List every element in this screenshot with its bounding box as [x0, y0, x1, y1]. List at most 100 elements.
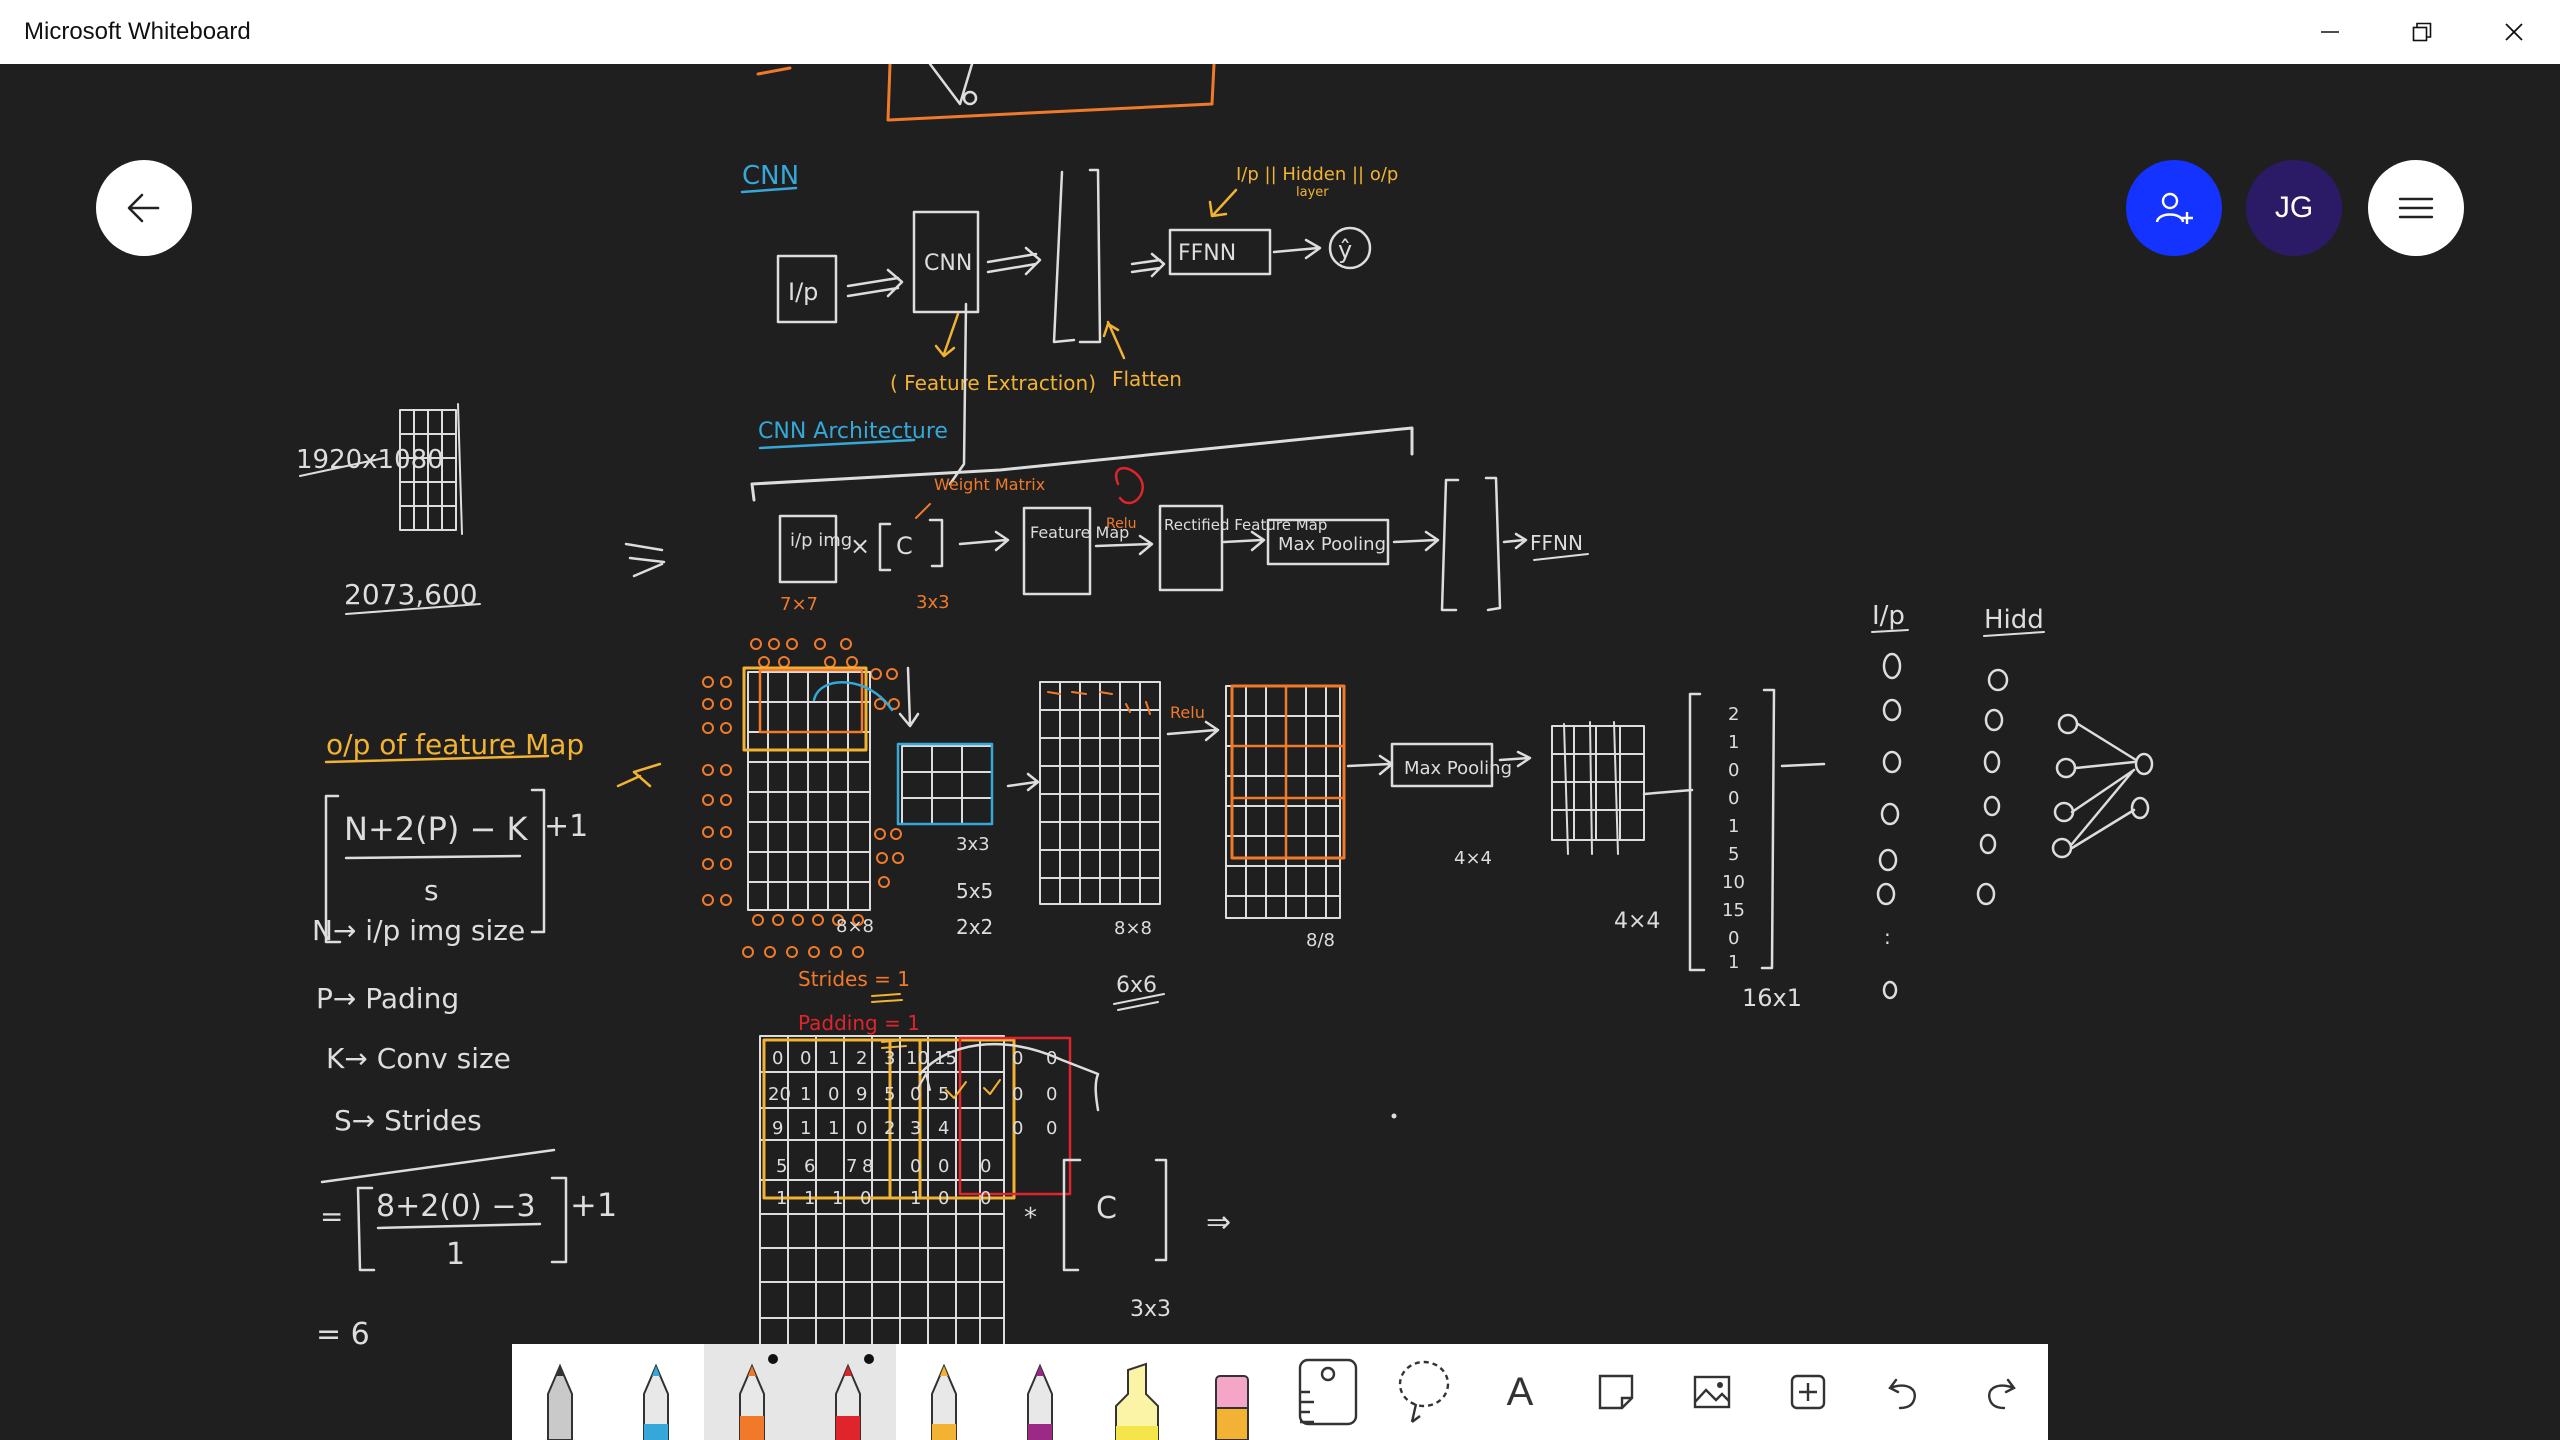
calc-result: = 6 [316, 1317, 370, 1352]
vector-value: 5 [1728, 844, 1739, 865]
grid-cell: 5 [776, 1156, 787, 1177]
vector-value: 10 [1722, 872, 1745, 893]
grid-cell: 1 [800, 1118, 811, 1139]
grid-cell: 0 [800, 1048, 811, 1069]
ruler-tool[interactable] [1280, 1344, 1376, 1440]
pen-yellow-tool[interactable] [896, 1344, 992, 1440]
highlighter-icon [1106, 1360, 1166, 1440]
pen-icon [727, 1360, 777, 1440]
grid-cell: 0 [1046, 1048, 1057, 1069]
avatar-initials: JG [2275, 191, 2313, 225]
undo-button[interactable] [1856, 1344, 1952, 1440]
calc-numerator: 8+2(0) −3 [376, 1189, 536, 1224]
feature-map-6x6: 6x6 [1116, 973, 1157, 998]
grid-cell: 1 [828, 1048, 839, 1069]
window-title: Microsoft Whiteboard [24, 18, 251, 46]
whiteboard-canvas[interactable]: CNN I/p CNN FFNN ŷ I/p || Hidden || o/p … [0, 64, 2560, 1440]
formula-numerator: N+2(P) − K [344, 810, 529, 848]
grid-cell: 0 [860, 1188, 871, 1209]
pen-icon [823, 1360, 873, 1440]
pen-cyan-tool[interactable] [608, 1344, 704, 1440]
grid-cell: 0 [1012, 1084, 1023, 1105]
nn-sketch: I/p Hidd : [1872, 601, 2152, 998]
pen-orange-tool[interactable] [704, 1344, 800, 1440]
lasso-icon [1394, 1356, 1454, 1428]
calc-equals: = [320, 1200, 343, 1233]
arrow-left-icon [126, 190, 162, 226]
pen-purple-tool[interactable] [992, 1344, 1088, 1440]
kernel-5x5: 5x5 [956, 879, 993, 903]
pen-red-tool[interactable] [800, 1344, 896, 1440]
vector-value: 0 [1728, 760, 1739, 781]
close-button[interactable] [2468, 0, 2560, 64]
grid-cell: 5 [884, 1084, 895, 1105]
ink-layer: CNN I/p CNN FFNN ŷ I/p || Hidden || o/p … [0, 64, 2560, 1440]
grid-cell: 1 [910, 1188, 921, 1209]
text-tool[interactable]: A [1472, 1344, 1568, 1440]
grid-cell: 0 [772, 1048, 783, 1069]
example-conv: C [1096, 1191, 1117, 1226]
redo-button[interactable] [1952, 1344, 2048, 1440]
ink-toolbar: A [512, 1344, 2048, 1440]
pen-icon [919, 1360, 969, 1440]
pen-icon [631, 1360, 681, 1440]
padding-note: Padding = 1 [798, 1011, 920, 1035]
grid-cell: 9 [856, 1084, 867, 1105]
output-4x4: 4×4 [1614, 909, 1660, 934]
restore-button[interactable] [2376, 0, 2468, 64]
undo-icon [1884, 1372, 1924, 1412]
grid-cell: 1 [800, 1084, 811, 1105]
feature-extraction-note: ( Feature Extraction) [890, 371, 1096, 395]
layer-note-sub: layer [1296, 185, 1329, 200]
maxpool-size: 4×4 [1454, 848, 1492, 869]
grid-cell: 10 [906, 1048, 929, 1069]
vector-size: 16x1 [1742, 984, 1802, 1012]
sticky-note-tool[interactable] [1568, 1344, 1664, 1440]
grid-cell: 0 [1012, 1048, 1023, 1069]
arch-max-pooling: Max Pooling [1278, 534, 1386, 555]
add-content-tool[interactable] [1760, 1344, 1856, 1440]
grid-cell: 7 [846, 1156, 857, 1177]
worked-example: 0 0 1 2 3 10 15 0 0 20 1 0 9 5 0 5 0 0 9… [760, 1036, 1396, 1378]
highlighter-tool[interactable] [1088, 1344, 1184, 1440]
example-times: * [1024, 1203, 1037, 1233]
menu-button[interactable] [2368, 160, 2464, 256]
weight-matrix-note: Weight Matrix [934, 475, 1045, 494]
arch-times-sign: × [850, 532, 870, 560]
kernel-3x3: 3x3 [956, 834, 990, 855]
nn-hidden-label: Hidd [1984, 605, 2044, 635]
ruler-icon [1296, 1356, 1360, 1428]
eraser-icon [1207, 1360, 1257, 1440]
vector-value: 0 [1728, 788, 1739, 809]
grid-cell: 4 [938, 1118, 949, 1139]
cnn-heading: CNN [742, 161, 799, 191]
eraser-tool[interactable] [1184, 1344, 1280, 1440]
minimize-button[interactable] [2284, 0, 2376, 64]
arch-ip-img: i/p img [790, 530, 852, 551]
grid-cell: 0 [980, 1156, 991, 1177]
calc-plus-one: +1 [570, 1186, 617, 1224]
cnn-box-label: CNN [924, 251, 972, 276]
avatar[interactable]: JG [2246, 160, 2342, 256]
arch-relu: Relu [1106, 516, 1136, 532]
grid-cell: 0 [1046, 1118, 1057, 1139]
grid-cell: 0 [938, 1156, 949, 1177]
pen-silver-tool[interactable] [512, 1344, 608, 1440]
invite-button[interactable] [2126, 160, 2222, 256]
restore-icon [2412, 22, 2432, 42]
arch-rectified-map: Rectified Feature Map [1164, 516, 1327, 534]
grid-cell: 1 [828, 1118, 839, 1139]
feature-map-8x8: 8×8 [1114, 918, 1152, 939]
image-tool[interactable] [1664, 1344, 1760, 1440]
lasso-tool[interactable] [1376, 1344, 1472, 1440]
kernel-2x2: 2x2 [956, 915, 993, 939]
close-icon [2504, 22, 2524, 42]
title-bar: Microsoft Whiteboard [0, 0, 2560, 65]
def-n: N→ i/p img size [312, 914, 525, 947]
relu-note: Relu [1170, 703, 1205, 722]
vector-value: 1 [1728, 952, 1739, 973]
layer-note: I/p || Hidden || o/p [1236, 164, 1398, 185]
back-button[interactable] [96, 160, 192, 256]
flattened-vector: 2 1 0 0 1 5 10 15 0 1 [1722, 704, 1745, 973]
grid-cell: 1 [776, 1188, 787, 1209]
